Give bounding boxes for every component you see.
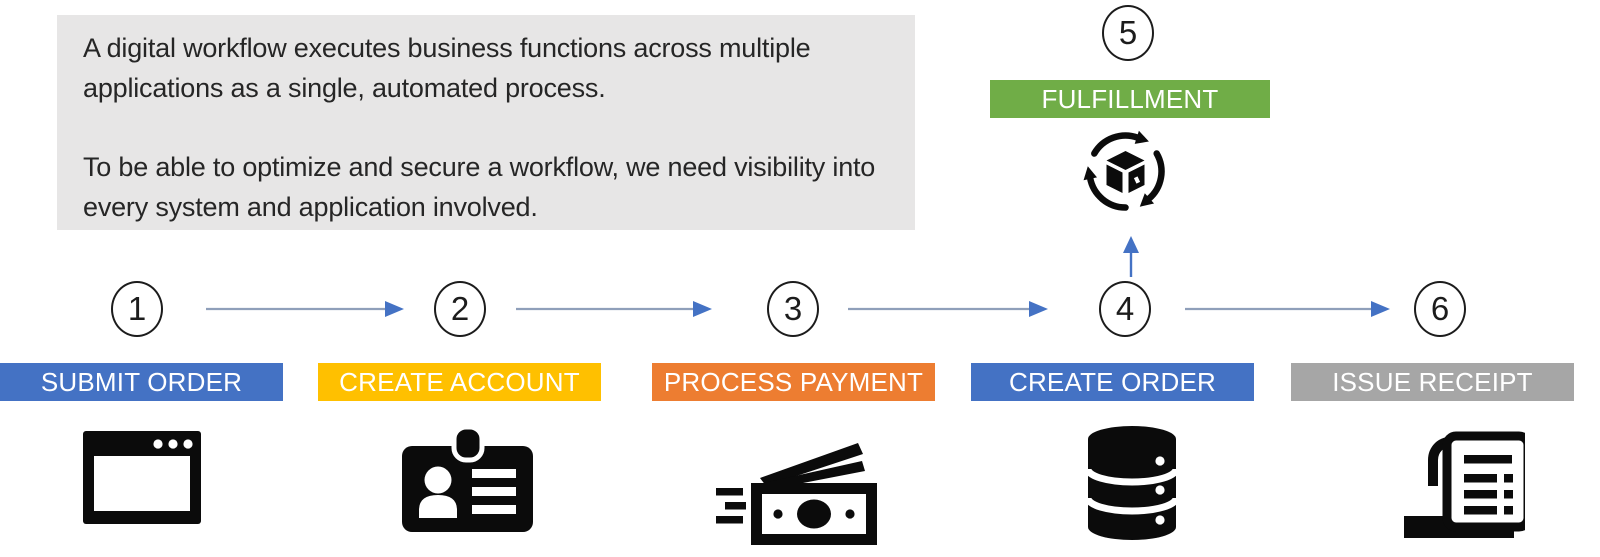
money-icon — [710, 428, 880, 553]
step-number-4: 4 — [1099, 281, 1151, 337]
id-card-icon — [400, 424, 535, 539]
step-number-1: 1 — [111, 281, 163, 337]
label-issue-receipt: ISSUE RECEIPT — [1291, 363, 1574, 401]
receipt-icon — [1390, 421, 1533, 546]
label-create-account: CREATE ACCOUNT — [318, 363, 601, 401]
step-number-5: 5 — [1102, 5, 1154, 61]
step-number-3: 3 — [767, 281, 819, 337]
info-paragraph-2: To be able to optimize and secure a work… — [83, 152, 876, 222]
label-submit-order: SUBMIT ORDER — [0, 363, 283, 401]
arrow-step3-to-step4 — [848, 301, 1048, 317]
label-process-payment: PROCESS PAYMENT — [652, 363, 935, 401]
package-cycle-icon — [1078, 124, 1173, 224]
arrow-step1-to-step2 — [206, 301, 404, 317]
label-fulfillment: FULFILLMENT — [990, 80, 1270, 118]
label-create-order: CREATE ORDER — [971, 363, 1254, 401]
info-paragraph-1: A digital workflow executes business fun… — [83, 33, 811, 103]
arrow-step2-to-step3 — [516, 301, 712, 317]
step-number-2: 2 — [434, 281, 486, 337]
step-number-6: 6 — [1414, 281, 1466, 337]
arrow-step4-to-step6 — [1185, 301, 1390, 317]
browser-window-icon — [82, 430, 202, 530]
arrow-step4-to-fulfillment — [1123, 236, 1139, 277]
info-box: A digital workflow executes business fun… — [57, 15, 915, 230]
database-icon — [1084, 424, 1180, 547]
